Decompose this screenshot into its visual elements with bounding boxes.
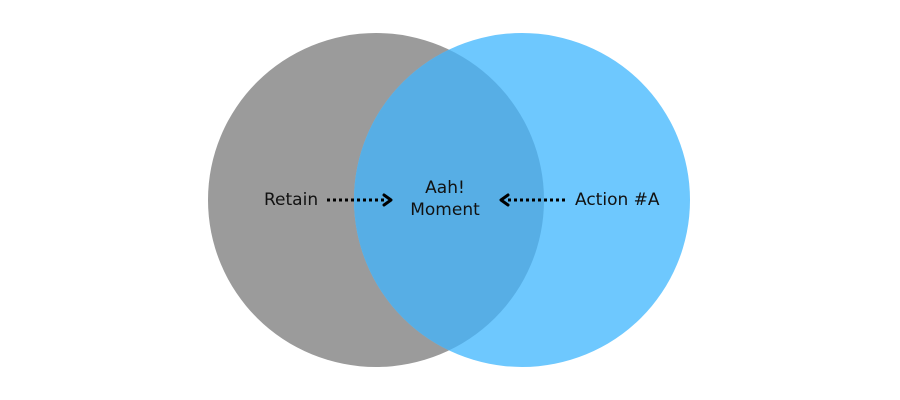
right-arrow-head-icon <box>382 193 393 207</box>
right-set-label: Action #A <box>575 190 660 210</box>
overlap-label-line-2: Moment <box>410 200 480 220</box>
overlap-label-line-1: Aah! <box>425 178 465 198</box>
left-set-label: Retain <box>264 190 318 210</box>
left-arrow-head-icon <box>499 193 510 207</box>
